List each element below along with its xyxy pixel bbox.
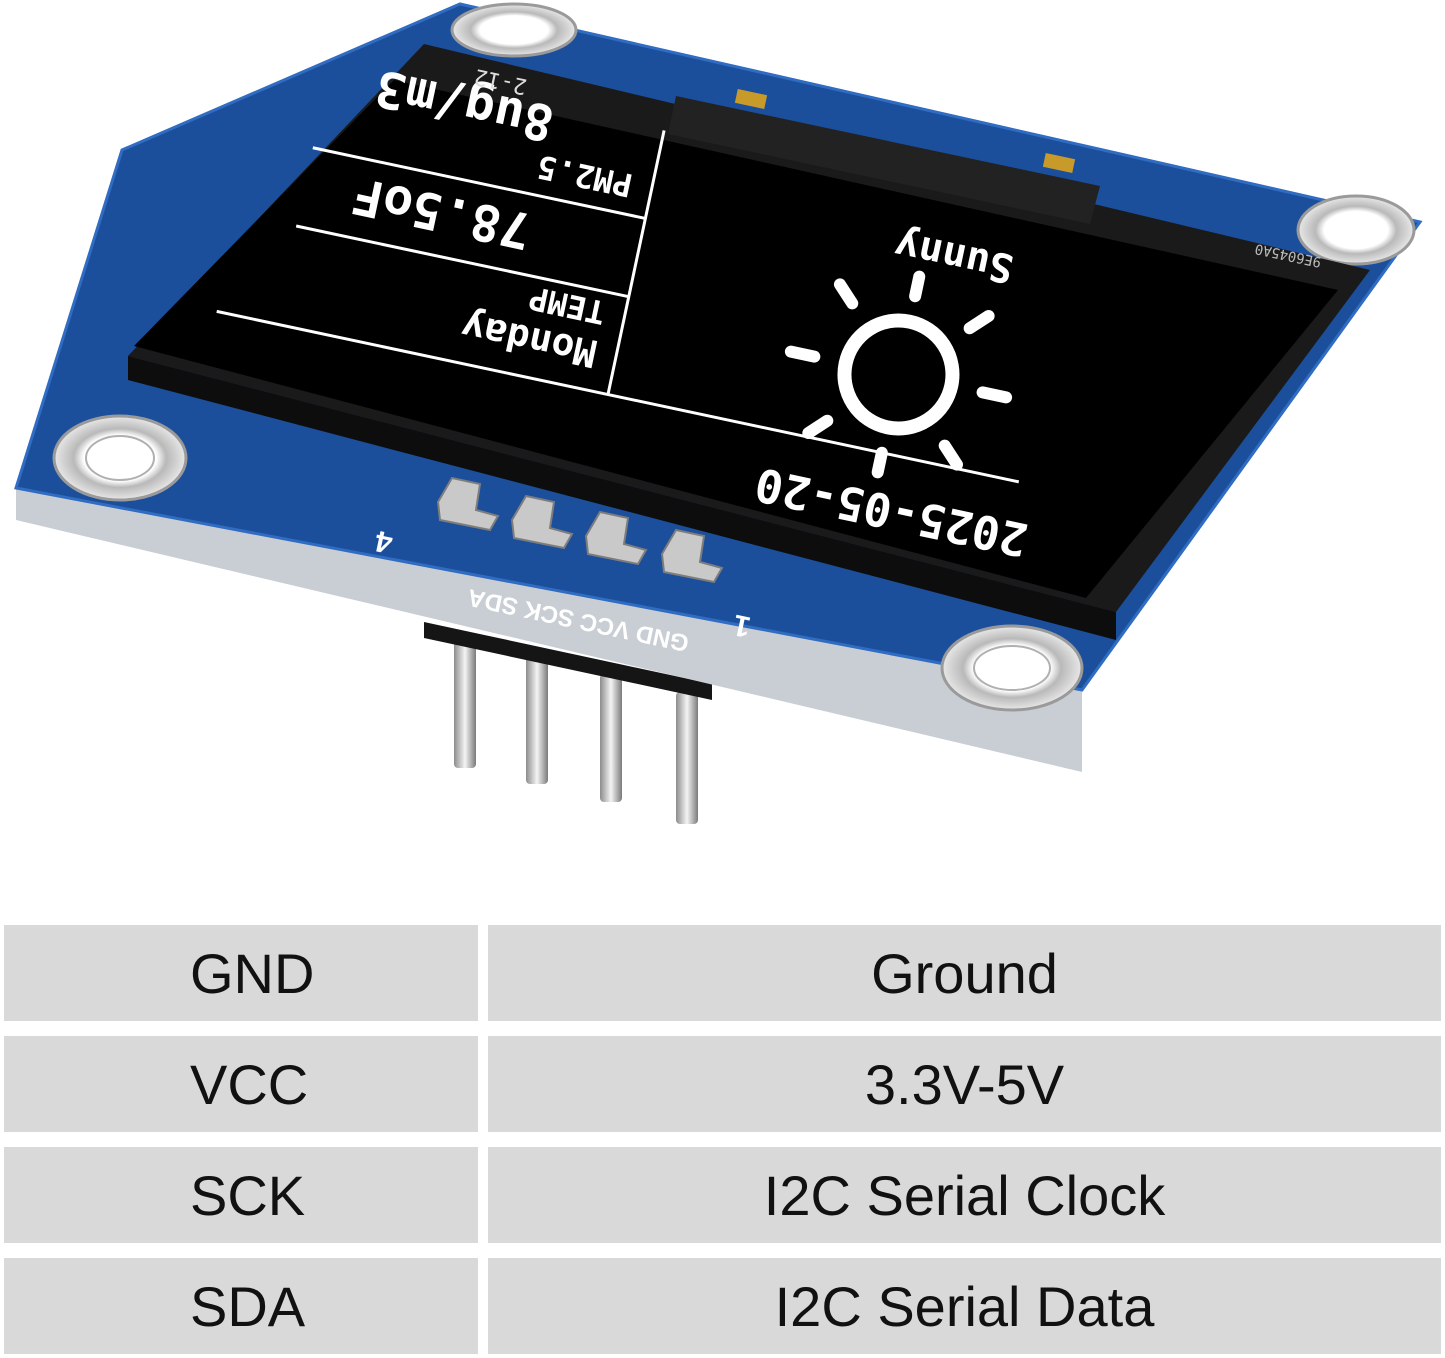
pin-name: GND (4, 925, 478, 1021)
sun-icon (784, 270, 1013, 479)
pin-description: I2C Serial Data (488, 1258, 1441, 1354)
oled-screen (134, 80, 1338, 598)
pin-row-sck: SCK I2C Serial Clock (0, 1147, 1445, 1243)
pin-row-vcc: VCC 3.3V-5V (0, 1036, 1445, 1132)
pin-description: 3.3V-5V (488, 1036, 1441, 1132)
solder-joints (436, 476, 724, 584)
pin-name: SCK (4, 1147, 478, 1243)
pcb-edge (16, 488, 1082, 772)
pin-row-gnd: GND Ground (0, 925, 1445, 1021)
pin-name: VCC (4, 1036, 478, 1132)
pin-description: I2C Serial Clock (488, 1147, 1441, 1243)
pin-row-sda: SDA I2C Serial Data (0, 1258, 1445, 1354)
mounting-holes (52, 2, 1416, 712)
flex-ribbon (668, 96, 1100, 224)
oled-module-photo: 2025-05-20 Sunny Monday TEMP 78.5oF (14, 2, 1423, 824)
pin-description: Ground (488, 925, 1441, 1021)
silkscreen-pin-four: 4 (372, 524, 395, 560)
silkscreen-pin-one: 1 (730, 608, 753, 644)
header-pins (424, 622, 712, 824)
pin-name: SDA (4, 1258, 478, 1354)
